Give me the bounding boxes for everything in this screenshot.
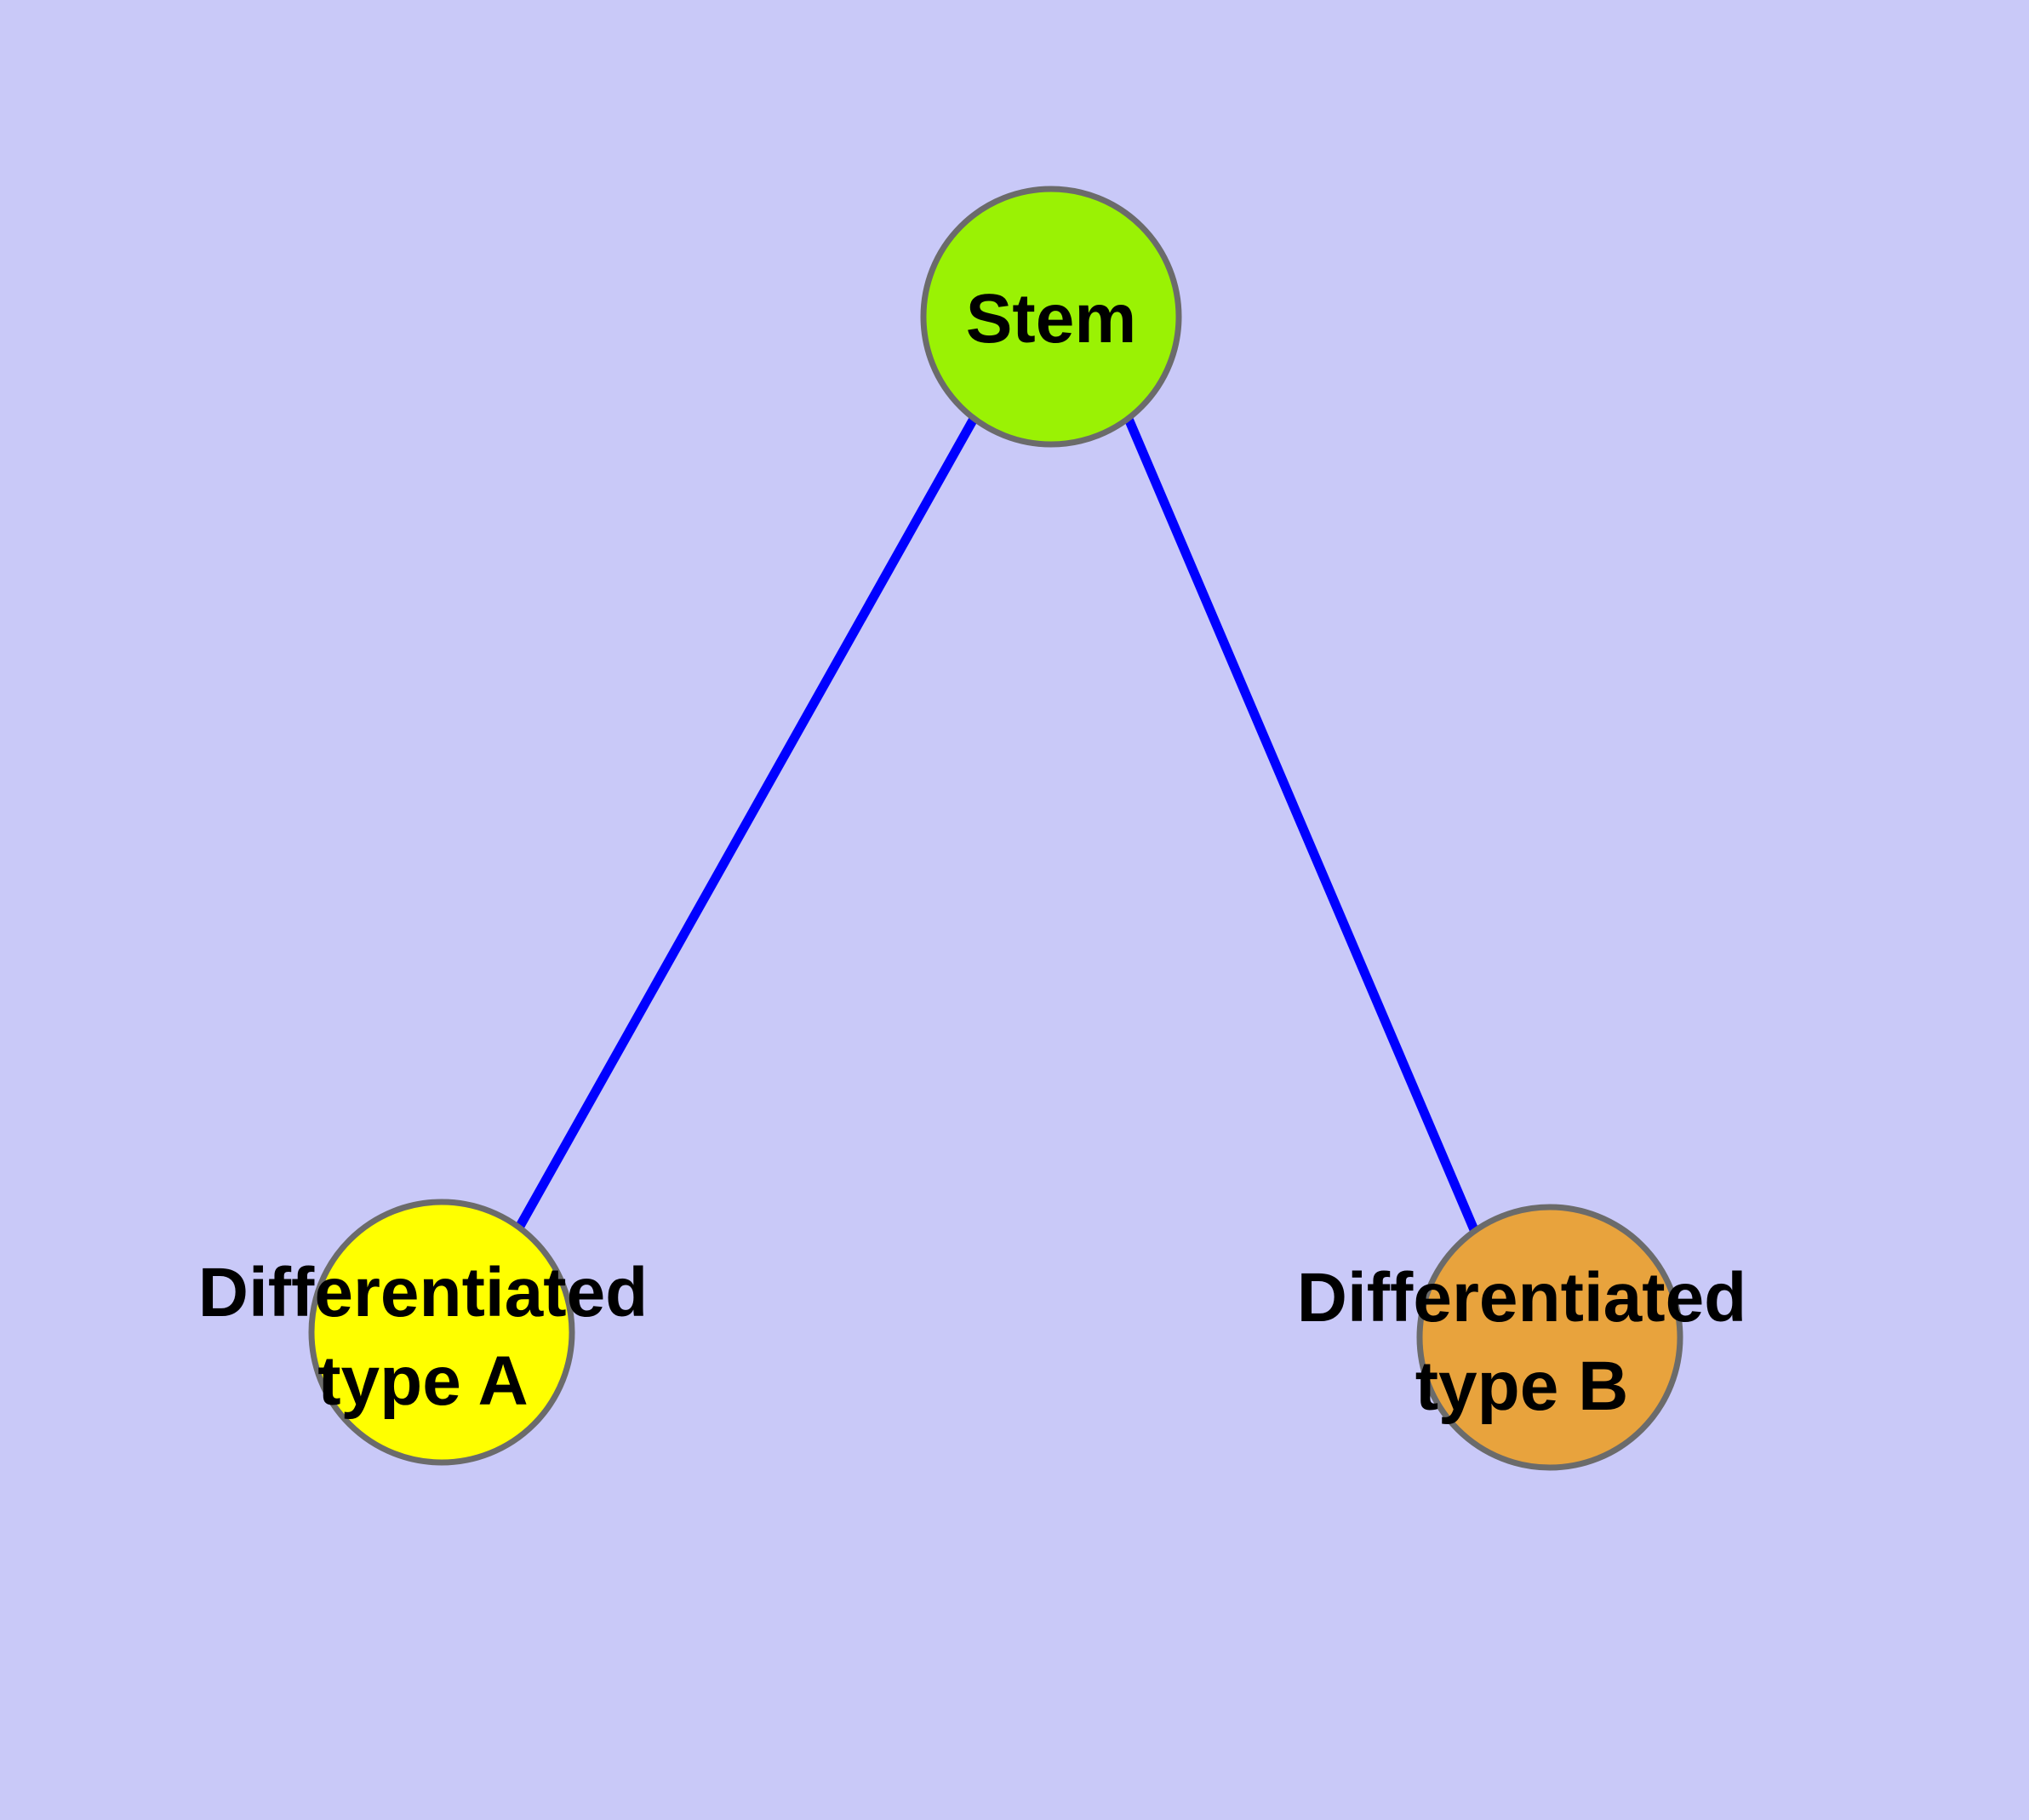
node-layer [308,186,1683,1471]
edge-stem-to-type-b[interactable] [1123,416,1480,1234]
edge-stem-to-type-a[interactable] [515,416,978,1230]
node-circle-type_a[interactable] [308,1199,575,1466]
edge-layer [515,416,1480,1234]
node-circle-type_b[interactable] [1416,1204,1683,1471]
node-circle-stem[interactable] [920,186,1182,448]
